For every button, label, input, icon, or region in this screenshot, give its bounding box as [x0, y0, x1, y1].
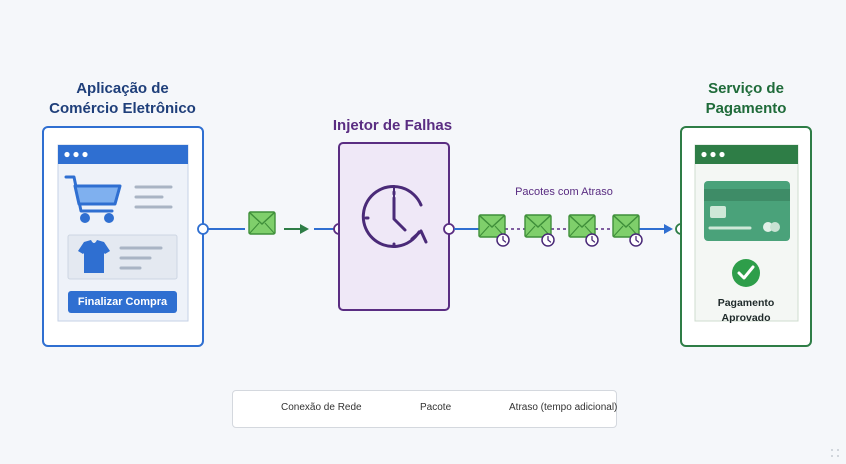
- payment-title-line2: Pagamento: [705, 100, 787, 117]
- payment-title: Serviço de Pagamento: [680, 79, 812, 119]
- checkout-button[interactable]: Finalizar Compra: [68, 291, 177, 313]
- legend: [232, 390, 617, 428]
- product-lines-1: [134, 185, 173, 209]
- payment-status-line2: Aprovado: [721, 312, 771, 324]
- payment-status: Pagamento Aprovado: [681, 296, 811, 326]
- delay-clock-4: [629, 233, 643, 247]
- payment-title-line1: Serviço de: [708, 80, 784, 97]
- ecommerce-title-line2: Comércio Eletrônico: [49, 100, 196, 117]
- corner-marks: [831, 449, 839, 457]
- delay-clock-2: [541, 233, 555, 247]
- ecommerce-title: Aplicação de Comércio Eletrônico: [40, 79, 205, 119]
- tshirt-icon: [78, 240, 110, 273]
- packet-icon: [248, 211, 276, 235]
- check-icon: [732, 259, 760, 287]
- legend-packet-label: Pacote: [420, 402, 452, 413]
- fault-injector-box: [338, 142, 450, 311]
- injector-title: Injetor de Falhas: [332, 117, 453, 134]
- cart-icon: [64, 175, 122, 223]
- product-lines-2: [119, 246, 163, 270]
- clock-icon: [361, 185, 428, 249]
- legend-delay-label: Atraso (tempo adicional): [509, 402, 618, 413]
- ecommerce-title-line1: Aplicação de: [76, 80, 169, 97]
- credit-card-icon: [704, 181, 790, 241]
- delay-clock-1: [496, 233, 510, 247]
- payment-status-line1: Pagamento: [717, 297, 775, 309]
- legend-connection-label: Conexão de Rede: [281, 402, 362, 413]
- delayed-packets-label: Pacotes com Atraso: [515, 186, 613, 198]
- delay-clock-3: [585, 233, 599, 247]
